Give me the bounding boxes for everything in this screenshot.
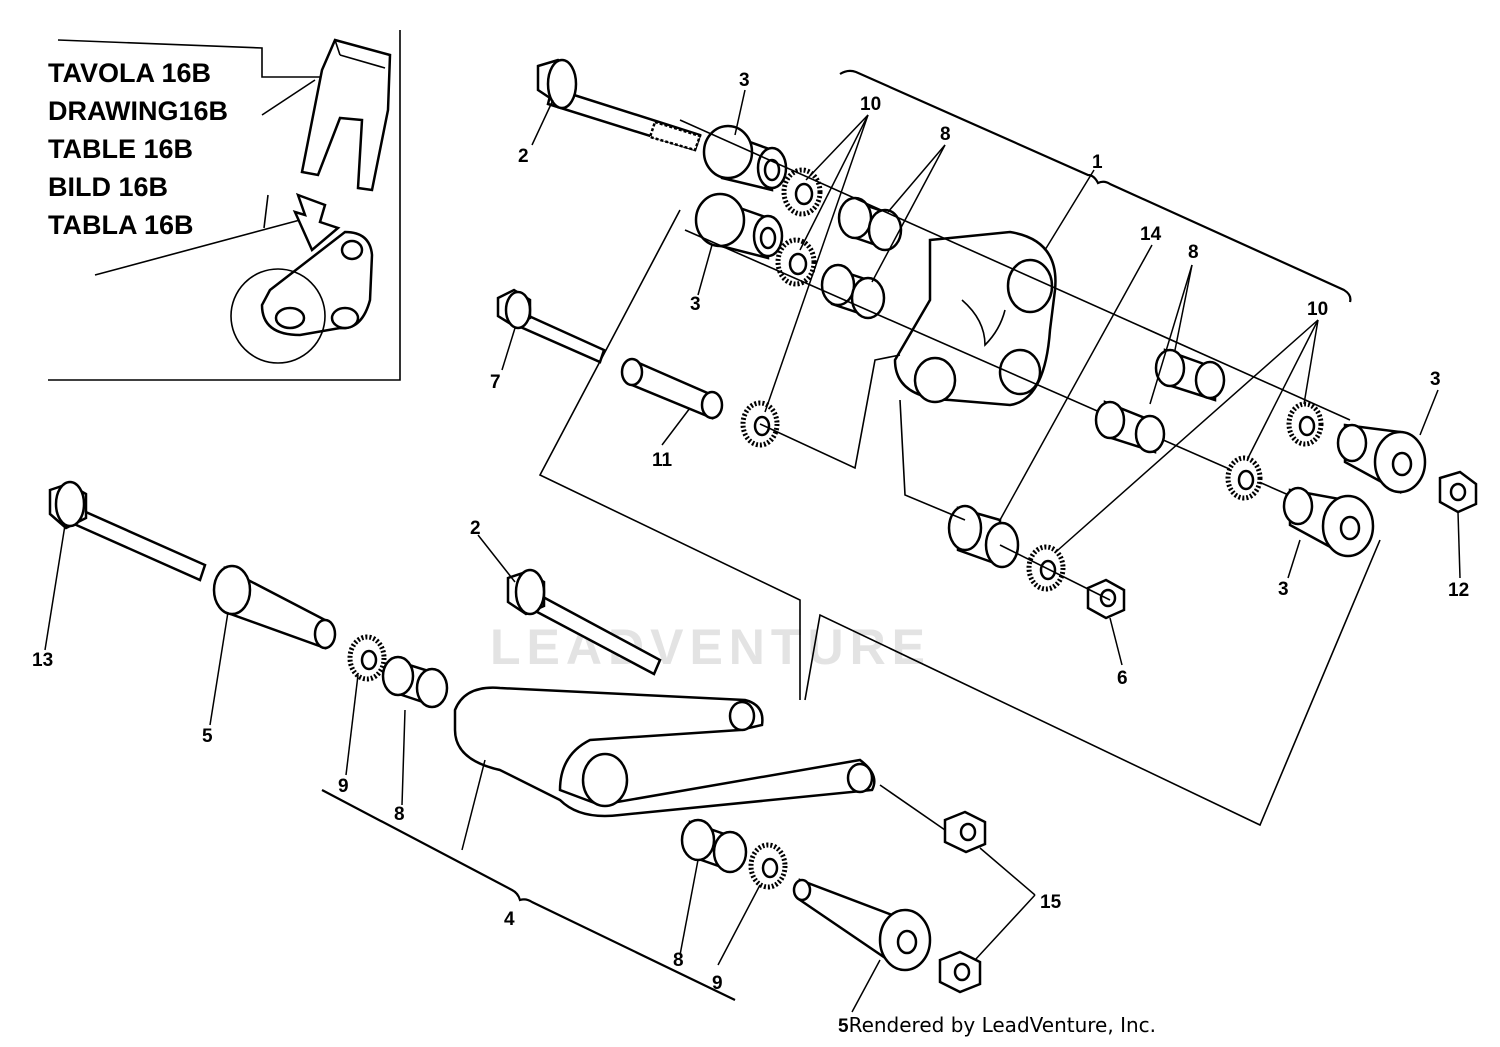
callout-numbers: 1 2 3 10 8 3 7 11 14 8 10 3 12 3 6 13 2 … xyxy=(32,70,1469,994)
callout-7: 7 xyxy=(490,372,501,393)
spacer-3-b xyxy=(694,192,784,260)
bushing-8-e xyxy=(381,655,449,709)
bushing-8-f xyxy=(680,818,748,874)
reference-inset xyxy=(48,30,401,381)
callout-3-c: 3 xyxy=(1430,369,1441,390)
bushing-8-b xyxy=(820,263,886,320)
callout-9-b: 9 xyxy=(712,973,723,994)
group-4-bracket xyxy=(321,789,736,1001)
callout-10-right: 10 xyxy=(1307,299,1328,320)
bolt-2-lower xyxy=(506,568,662,676)
group-1-bracket xyxy=(839,69,1352,303)
callout-11: 11 xyxy=(652,450,673,471)
rocker-arm-1 xyxy=(893,230,1057,407)
bolt-2-upper xyxy=(536,58,702,152)
bushing-8-a xyxy=(837,196,903,252)
spacer-11 xyxy=(620,357,724,420)
reference-line-drawing: DRAWING16B xyxy=(48,96,229,126)
leader-lines xyxy=(44,89,1461,1013)
leadventure-watermark: LEADVENTURE xyxy=(490,619,932,675)
spacer-3-c xyxy=(1336,423,1427,495)
link-4 xyxy=(453,686,876,818)
callout-8-b: 8 xyxy=(1188,242,1199,263)
callout-3-b: 3 xyxy=(690,294,701,315)
rendered-by-credit: Rendered by LeadVenture, Inc. xyxy=(848,1013,1156,1037)
spacer-3-d xyxy=(1282,486,1375,558)
callout-1: 1 xyxy=(1092,152,1103,173)
callout-10-upper: 10 xyxy=(860,94,881,115)
bolt-7 xyxy=(496,288,606,364)
upper-group-outline xyxy=(538,209,801,700)
callout-14: 14 xyxy=(1140,224,1162,245)
callout-3-a: 3 xyxy=(739,70,750,91)
reference-line-tavola: TAVOLA 16B xyxy=(48,58,212,88)
callout-3-d: 3 xyxy=(1278,579,1289,600)
bolt-13 xyxy=(48,480,207,582)
bushing-8-c xyxy=(1154,348,1226,402)
spacer-5-a xyxy=(212,564,337,650)
footer-callout-5: 5 xyxy=(838,1016,849,1037)
footer: 5Rendered by LeadVenture, Inc. xyxy=(838,1013,1156,1038)
callout-2-lower: 2 xyxy=(470,518,481,539)
callout-4: 4 xyxy=(504,909,515,930)
callout-8-c: 8 xyxy=(394,804,405,825)
callout-13: 13 xyxy=(32,650,53,671)
callout-15: 15 xyxy=(1040,892,1062,913)
bushing-14 xyxy=(947,504,1020,569)
bushing-8-d xyxy=(1094,400,1166,454)
callout-5-a: 5 xyxy=(202,726,213,747)
callout-9-a: 9 xyxy=(338,776,349,797)
spacer-5-b xyxy=(792,878,932,972)
reference-line-bild: BILD 16B xyxy=(48,172,169,202)
callout-6: 6 xyxy=(1117,668,1128,689)
reference-line-table: TABLE 16B xyxy=(48,134,194,164)
callout-8-d: 8 xyxy=(673,950,684,971)
reference-line-tabla: TABLA 16B xyxy=(48,210,194,240)
callout-2-upper: 2 xyxy=(518,146,529,167)
callout-8-a: 8 xyxy=(940,124,951,145)
callout-12: 12 xyxy=(1448,580,1469,601)
